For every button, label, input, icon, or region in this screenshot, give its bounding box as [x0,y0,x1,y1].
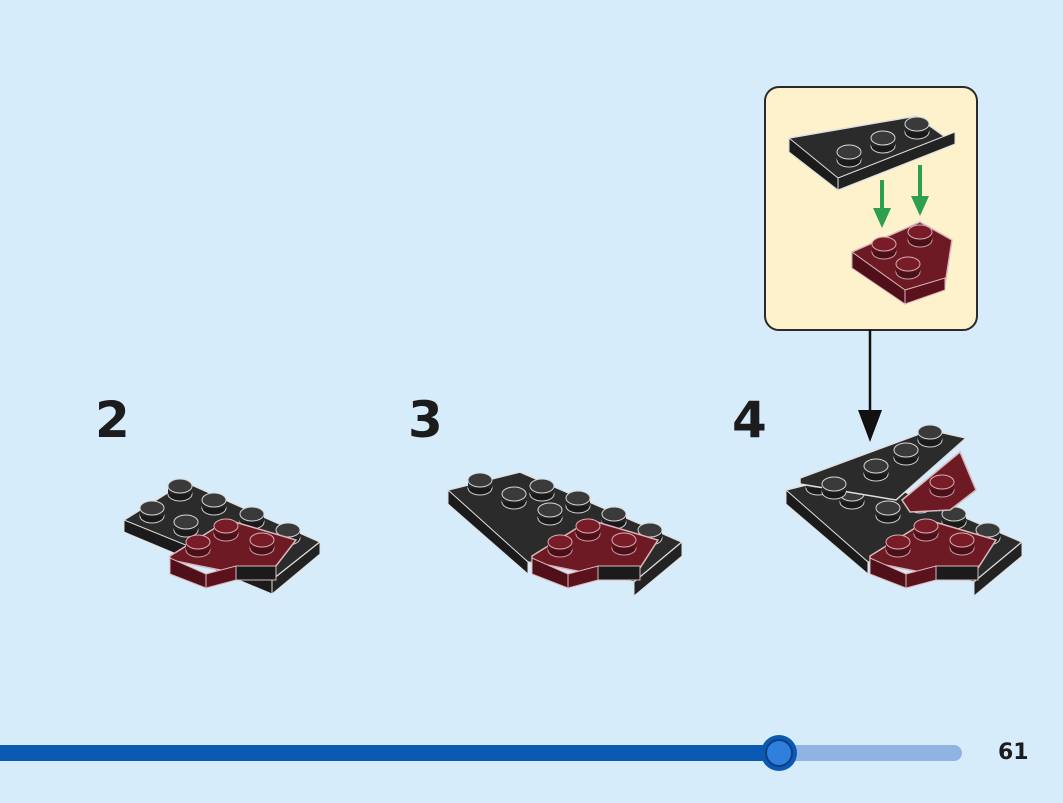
step-number-2: 2 [95,391,130,449]
progress-knob [761,735,797,771]
progress-fill [0,745,779,761]
step-3-assembly [447,471,684,598]
callout-red-wedge-plate [851,221,953,305]
step-number-4: 4 [732,391,767,449]
step-2-assembly [123,478,322,596]
callout-box [764,86,978,331]
callout-arrow [858,330,882,442]
callout-green-arrows [873,165,929,228]
page-number: 61 [998,740,1029,765]
callout-black-wedge-plate [788,115,957,192]
progress-bar [0,735,962,771]
step-number-3: 3 [408,391,443,449]
step-4-assembly [785,424,1024,598]
